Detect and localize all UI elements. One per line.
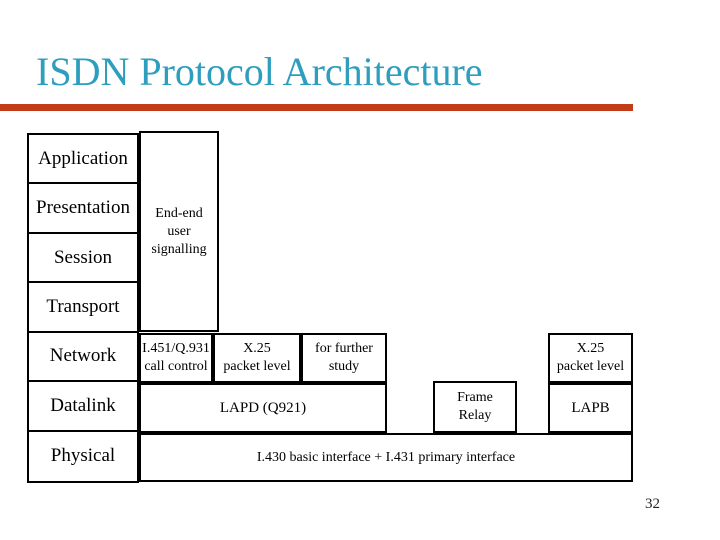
layer-cell-network: Network: [29, 333, 137, 383]
box-lapb: LAPB: [548, 383, 633, 433]
osi-layer-stack: Application Presentation Session Transpo…: [27, 133, 139, 483]
box-line: LAPD (Q921): [219, 400, 307, 416]
box-for-further-study: for further study: [301, 333, 387, 383]
box-line: packet level: [223, 359, 291, 374]
box-i451-q931-call-control: I.451/Q.931 call control: [139, 333, 213, 383]
box-frame-relay: Frame Relay: [433, 381, 517, 433]
layer-cell-datalink: Datalink: [29, 382, 137, 432]
box-line: study: [328, 359, 360, 374]
end-end-line-1: End-end: [155, 205, 203, 221]
layer-cell-presentation: Presentation: [29, 184, 137, 234]
box-line: I.451/Q.931: [142, 341, 210, 356]
box-line: X.25: [243, 341, 271, 356]
box-line: packet level: [556, 359, 625, 374]
layer-cell-session: Session: [29, 234, 137, 284]
box-lapd-q921: LAPD (Q921): [139, 383, 387, 433]
box-line: Frame: [457, 390, 493, 405]
box-i430-i431-interface: I.430 basic interface + I.431 primary in…: [139, 433, 633, 482]
layer-cell-physical: Physical: [50, 445, 116, 467]
box-line: call control: [144, 359, 208, 374]
box-line: for further: [315, 341, 373, 356]
box-line: X.25: [576, 341, 605, 356]
box-line: LAPB: [571, 400, 610, 416]
box-line: I.430 basic interface + I.431 primary in…: [256, 449, 516, 465]
box-line: Relay: [458, 408, 492, 423]
end-end-user-signalling-box: End-end user signalling: [139, 131, 219, 332]
layer-cell-application: Application: [29, 135, 137, 185]
page-number: 32: [645, 496, 660, 512]
end-end-line-3: signalling: [151, 241, 207, 257]
end-end-line-2: user: [167, 223, 191, 239]
slide-title: ISDN Protocol Architecture: [36, 49, 483, 94]
box-x25-packet-level-left: X.25 packet level: [213, 333, 301, 383]
title-underline-rule: [0, 104, 633, 111]
box-x25-packet-level-right: X.25 packet level: [548, 333, 633, 383]
layer-cell-transport: Transport: [29, 283, 137, 333]
